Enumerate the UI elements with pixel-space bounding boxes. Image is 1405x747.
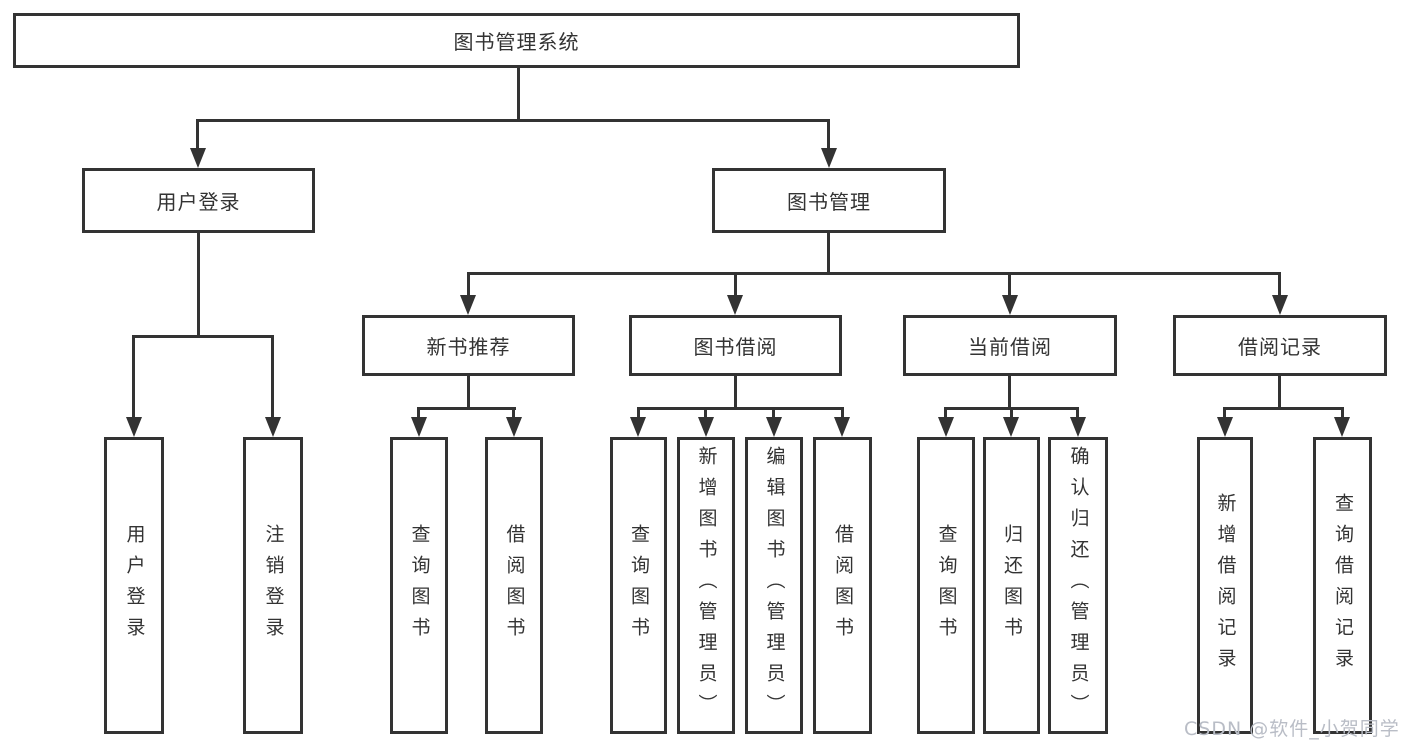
connector-stub (1076, 407, 1079, 419)
arrow-down-icon (265, 417, 281, 437)
connector-stub (734, 272, 737, 298)
node-book-borrowing: 图书借阅 (629, 315, 842, 376)
leaf-add-book-admin: 新增图书（管理员） (677, 437, 735, 734)
connector-stub (944, 407, 947, 419)
leaf-query-books-recommend: 查询图书 (390, 437, 448, 734)
leaf-query-books-current: 查询图书 (917, 437, 975, 734)
connector-stub (417, 407, 420, 419)
arrow-down-icon (1334, 417, 1350, 437)
csdn-watermark: CSDN @软件_小贺同学 (1184, 718, 1400, 740)
arrow-down-icon (821, 148, 837, 168)
connector-user-login-branch (132, 335, 274, 338)
node-new-book-recommendation: 新书推荐 (362, 315, 575, 376)
leaf-borrow-books-recommend: 借阅图书 (485, 437, 543, 734)
arrow-down-icon (938, 417, 954, 437)
connector-stub (1278, 272, 1281, 298)
connector-book-borrowing-branch (637, 407, 844, 410)
leaf-return-books: 归还图书 (983, 437, 1040, 734)
arrow-down-icon (630, 417, 646, 437)
arrow-down-icon (1002, 295, 1018, 315)
node-borrowing-records: 借阅记录 (1173, 315, 1387, 376)
leaf-edit-book-admin: 编辑图书（管理员） (745, 437, 803, 734)
connector-stub (467, 272, 470, 298)
leaf-query-borrow-record: 查询借阅记录 (1313, 437, 1372, 734)
connector-stub (841, 407, 844, 419)
connector-stub (1223, 407, 1226, 419)
connector-book-management-branch (467, 272, 1281, 275)
node-user-login: 用户登录 (82, 168, 315, 233)
connector-stub (512, 407, 515, 419)
arrow-down-icon (126, 417, 142, 437)
arrow-down-icon (1272, 295, 1288, 315)
connector-stub (637, 407, 640, 419)
leaf-user-login: 用户登录 (104, 437, 164, 734)
connector-stub (271, 335, 274, 419)
connector-stub (704, 407, 707, 419)
arrow-down-icon (460, 295, 476, 315)
connector-stub (1010, 407, 1013, 419)
connector-book-management-trunk (827, 233, 830, 275)
leaf-query-books-borrowing: 查询图书 (610, 437, 667, 734)
arrow-down-icon (1070, 417, 1086, 437)
connector-new-book-trunk (467, 376, 470, 409)
arrow-down-icon (190, 148, 206, 168)
arrow-down-icon (1217, 417, 1233, 437)
connector-stub (772, 407, 775, 419)
connector-root-branch (196, 119, 830, 122)
connector-stub (827, 119, 830, 150)
arrow-down-icon (766, 417, 782, 437)
leaf-borrow-books: 借阅图书 (813, 437, 872, 734)
leaf-confirm-return-admin: 确认归还（管理员） (1048, 437, 1108, 734)
connector-current-borrowing-trunk (1008, 376, 1011, 409)
connector-user-login-trunk (197, 233, 200, 337)
leaf-add-borrow-record: 新增借阅记录 (1197, 437, 1253, 734)
connector-stub (132, 335, 135, 419)
arrow-down-icon (834, 417, 850, 437)
connector-stub (196, 119, 199, 150)
arrow-down-icon (727, 295, 743, 315)
arrow-down-icon (411, 417, 427, 437)
connector-borrowing-records-branch (1223, 407, 1344, 410)
node-root: 图书管理系统 (13, 13, 1020, 68)
node-book-management: 图书管理 (712, 168, 946, 233)
arrow-down-icon (1003, 417, 1019, 437)
connector-stub (1008, 272, 1011, 298)
connector-book-borrowing-trunk (734, 376, 737, 409)
arrow-down-icon (506, 417, 522, 437)
connector-stub (1341, 407, 1344, 419)
connector-root-trunk (517, 68, 520, 121)
arrow-down-icon (698, 417, 714, 437)
connector-new-book-branch (417, 407, 516, 410)
leaf-logout: 注销登录 (243, 437, 303, 734)
connector-borrowing-records-trunk (1278, 376, 1281, 409)
node-current-borrowing: 当前借阅 (903, 315, 1117, 376)
